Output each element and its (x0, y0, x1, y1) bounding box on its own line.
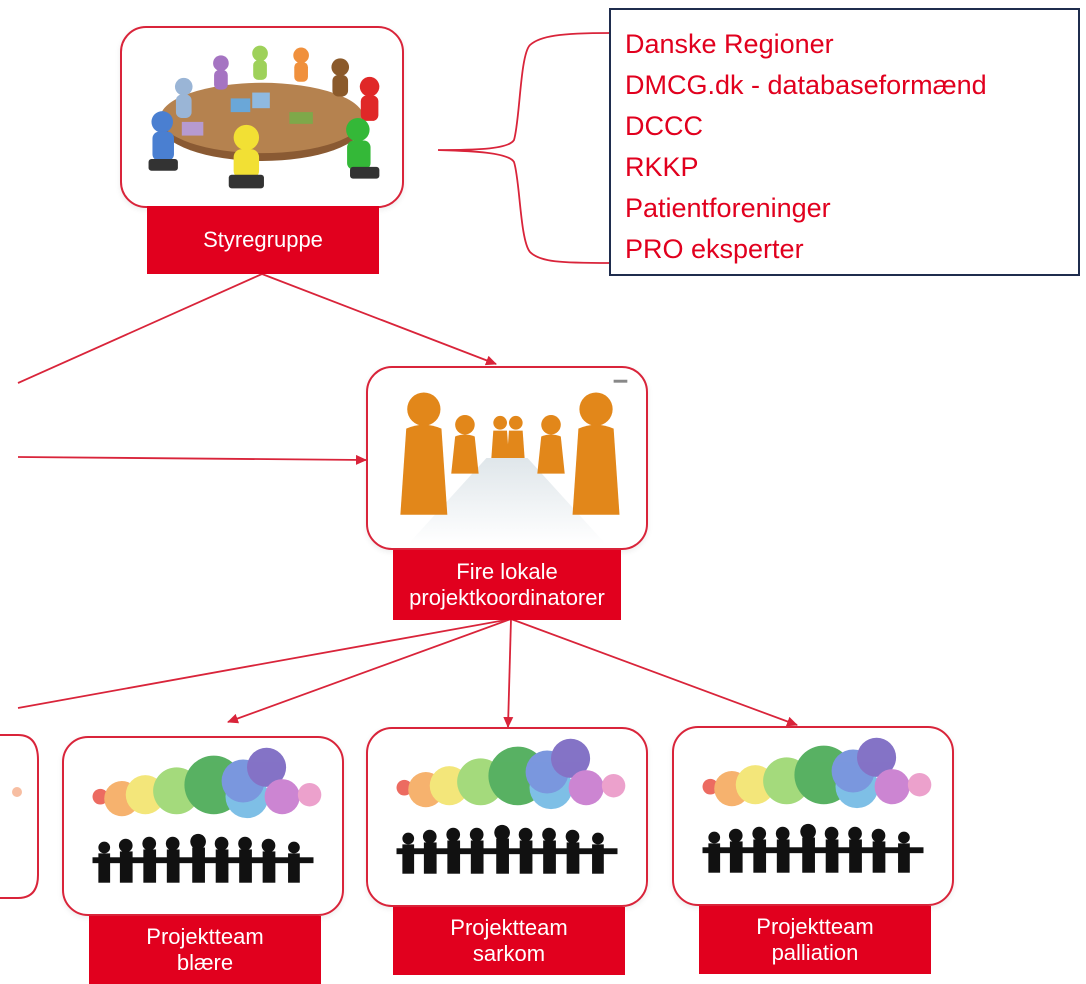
member-item: Patientforeninger (625, 193, 831, 223)
steering-group-card (120, 26, 404, 208)
speech-bubbles-icon (702, 737, 932, 873)
member-item: DMCG.dk - databaseformænd (625, 70, 987, 100)
team-label-palliation: Projektteam palliation (699, 906, 931, 974)
curly-brace (437, 32, 611, 264)
speech-bubbles-icon (92, 747, 322, 883)
steering-to-coordinators-arrow (261, 273, 497, 366)
coordinators-card (366, 366, 648, 550)
coordinators-label: Fire lokale projektkoordinatorer (393, 550, 621, 620)
steering-group-label: Styregruppe (147, 206, 379, 274)
coordinators-to-blaere-arrow (227, 618, 512, 724)
steering-members-box: Danske Regioner DMCG.dk - databaseformæn… (609, 8, 1080, 276)
team-card-palliation (672, 726, 954, 906)
steering-to-offscreen-line (17, 273, 263, 384)
team-card-sarkom (366, 727, 648, 907)
team-card-blaere (62, 736, 344, 916)
team-label-sarkom: Projektteam sarkom (393, 907, 625, 975)
member-item: Danske Regioner (625, 29, 834, 59)
coordinators-to-palliation-arrow (510, 618, 798, 727)
member-item: DCCC (625, 111, 703, 141)
coordinators-to-offscreen-line (17, 618, 512, 709)
partial-team-card (0, 734, 39, 899)
offscreen-to-coordinators-arrow (17, 454, 367, 465)
coordinators-to-sarkom-arrow (503, 618, 514, 728)
speech-bubbles-icon (396, 738, 626, 874)
member-item: RKKP (625, 152, 699, 182)
team-label-blaere: Projektteam blære (89, 916, 321, 984)
meeting-table-icon (148, 45, 380, 189)
conference-figures-icon (400, 379, 628, 545)
member-item: PRO eksperter (625, 234, 804, 264)
